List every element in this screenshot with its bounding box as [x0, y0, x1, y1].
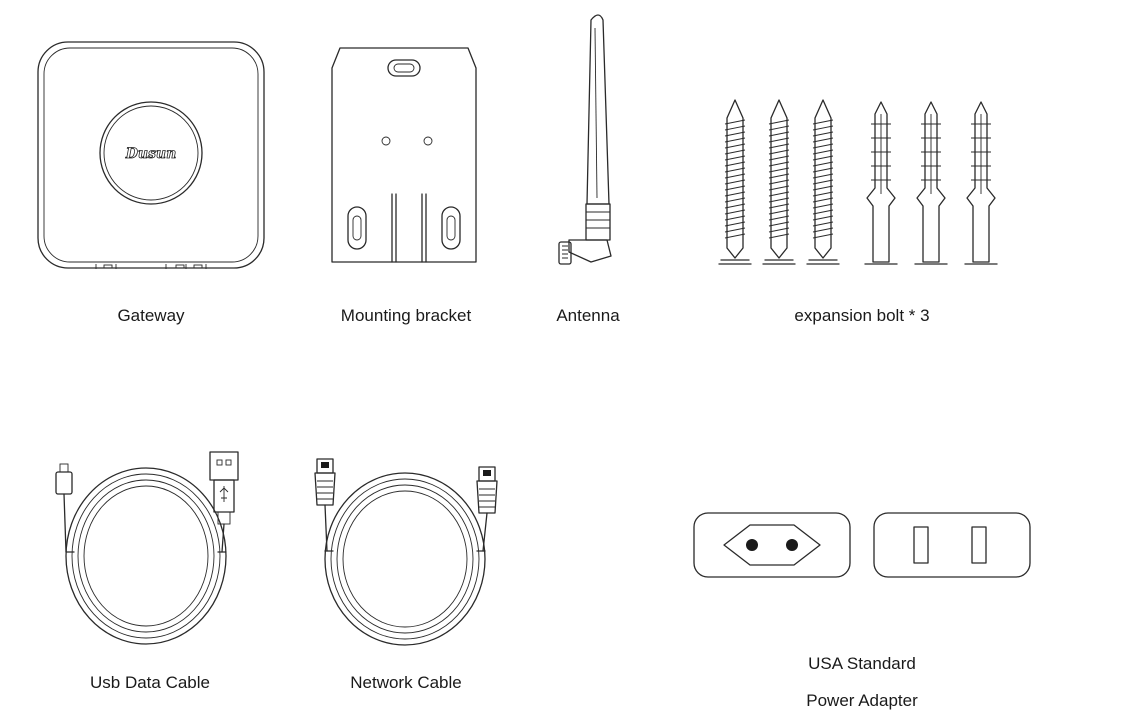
gateway-illustration: Dusun: [36, 40, 268, 272]
gateway-label: Gateway: [117, 306, 185, 325]
mounting-bracket-illustration: [330, 44, 480, 266]
power-adapter-label-line1: USA Standard: [808, 654, 916, 673]
antenna-illustration: [555, 8, 625, 270]
power-adapter-label-line2: Power Adapter: [806, 691, 918, 710]
expansion-bolt-illustration: [715, 98, 1005, 270]
bracket-label: Mounting bracket: [340, 306, 472, 325]
network-cable-label: Network Cable: [350, 673, 462, 692]
usb-cable-illustration: [50, 451, 260, 657]
usb-cable-label: Usb Data Cable: [89, 673, 211, 692]
power-adapter-illustration: [692, 511, 1032, 579]
bolts-label: expansion bolt * 3: [794, 306, 930, 325]
gateway-logo: Dusun: [125, 146, 177, 162]
antenna-label: Antenna: [556, 306, 620, 325]
network-cable-illustration: [305, 455, 507, 657]
